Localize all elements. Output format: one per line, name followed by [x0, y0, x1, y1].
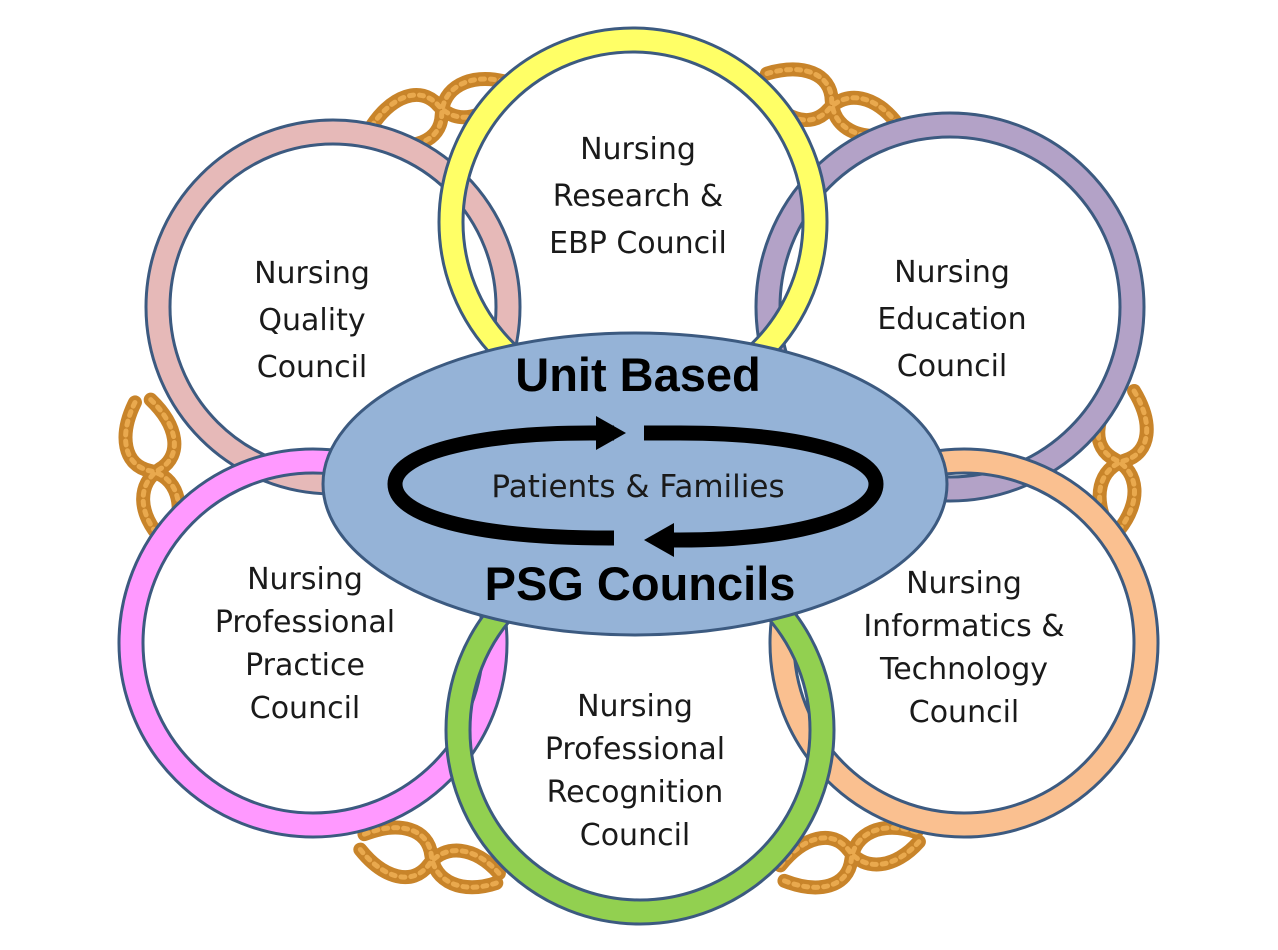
cycle-arrow-bottom — [644, 425, 884, 548]
hub: Unit Based Patients & Families PSG Counc… — [321, 331, 949, 637]
council-label-line: Council — [250, 691, 361, 726]
council-label-line: Professional — [545, 732, 725, 767]
council-label-line: Council — [909, 695, 1020, 730]
council-label-line: Quality — [258, 303, 365, 338]
council-label-line: Nursing — [906, 566, 1022, 601]
council-label-line: Recognition — [547, 775, 724, 810]
rope-strand — [357, 825, 502, 890]
ring-informatics — [768, 447, 1160, 839]
council-label-line: Nursing — [577, 689, 693, 724]
council-label-line: Nursing — [580, 132, 696, 167]
council-label-line: Professional — [215, 605, 395, 640]
council-label-line: Nursing — [254, 256, 370, 291]
rope-knot-bottom-right — [773, 820, 926, 895]
ring-education — [754, 111, 1146, 503]
council-label-line: Council — [580, 818, 691, 853]
council-label-line: Informatics & — [863, 609, 1064, 644]
hub-ellipse — [321, 331, 949, 637]
hub-title-bottom: PSG Councils — [485, 557, 796, 610]
rope-knot-bottom-left — [353, 820, 506, 895]
council-label-line: Council — [897, 349, 1008, 384]
cycle-arrowhead-bottom — [644, 523, 674, 557]
council-label-line: Council — [257, 350, 368, 385]
cycle-arrows — [387, 416, 884, 557]
council-label-line: Research & — [553, 179, 724, 214]
cycle-arrowhead-top — [596, 416, 626, 450]
council-label-line: EBP Council — [549, 226, 727, 261]
rope-strand — [777, 825, 922, 890]
council-label-line: Nursing — [894, 255, 1010, 290]
cycle-arrow-top — [387, 425, 614, 546]
council-label-line: Nursing — [247, 562, 363, 597]
council-label-line: Technology — [879, 652, 1048, 687]
council-label-line: Education — [877, 302, 1026, 337]
council-label-line: Practice — [245, 648, 365, 683]
hub-title-top: Unit Based — [515, 348, 761, 401]
hub-center-label: Patients & Families — [491, 469, 784, 505]
